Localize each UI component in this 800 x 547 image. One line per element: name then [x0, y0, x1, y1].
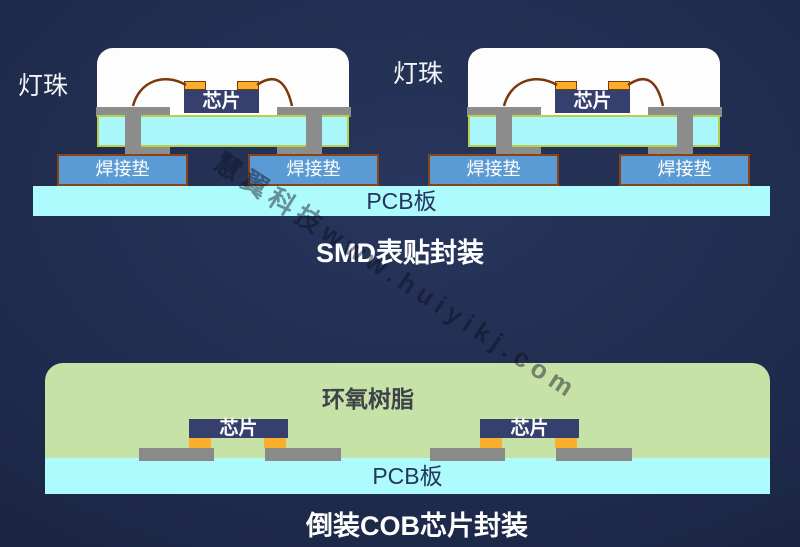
electrode-top-right — [648, 107, 722, 117]
bond-wire-right — [627, 78, 665, 107]
solder-bump-left — [480, 438, 502, 448]
electrode-foot-left — [125, 147, 170, 155]
led-bead-label: 灯珠 — [393, 60, 444, 88]
electrode-foot-left — [496, 147, 541, 155]
copper-trace-left — [430, 448, 505, 461]
smd-pcb-board: PCB板 — [33, 186, 770, 216]
electrode-via-left — [496, 115, 512, 147]
pcb-label: PCB板 — [372, 463, 443, 489]
led-package: 焊接垫 焊接垫 芯片 — [428, 48, 750, 186]
bond-wire-right — [256, 78, 294, 107]
chip: 芯片 — [480, 419, 579, 439]
solder-pad-right: 焊接垫 — [619, 154, 750, 186]
bond-wire-left — [502, 78, 558, 107]
smd-section-title: SMD表贴封装 — [316, 238, 484, 268]
led-package: 焊接垫 焊接垫 芯片 — [57, 48, 379, 186]
copper-trace-right — [556, 448, 632, 461]
flip-chip: 芯片 — [430, 419, 632, 461]
electrode-top-left — [467, 107, 541, 117]
epoxy-resin-label: 环氧树脂 — [322, 386, 414, 412]
cob-pcb-board: PCB板 — [45, 458, 770, 494]
bond-wires — [502, 78, 665, 107]
bond-wire-left — [131, 78, 187, 107]
electrode-via-right — [677, 115, 693, 147]
copper-trace-left — [139, 448, 214, 461]
solder-bump-right — [555, 438, 577, 448]
cob-section-title: 倒装COB芯片封装 — [306, 511, 528, 541]
chip: 芯片 — [555, 90, 630, 113]
chip: 芯片 — [184, 90, 259, 113]
chip-pad-right — [608, 81, 630, 90]
led-bead-label: 灯珠 — [18, 72, 69, 100]
pcb-label: PCB板 — [366, 188, 437, 214]
electrode-top-left — [96, 107, 170, 117]
flip-chip: 芯片 — [139, 419, 341, 461]
electrode-via-left — [125, 115, 141, 147]
electrode-foot-right — [277, 147, 322, 155]
electrode-top-right — [277, 107, 351, 117]
chip-pad-right — [237, 81, 259, 90]
electrode-foot-right — [648, 147, 693, 155]
solder-bump-right — [264, 438, 286, 448]
epoxy-resin-block — [45, 363, 770, 458]
solder-pad-right: 焊接垫 — [248, 154, 379, 186]
solder-pad-left: 焊接垫 — [57, 154, 188, 186]
bond-wires — [131, 78, 294, 107]
solder-pad-left: 焊接垫 — [428, 154, 559, 186]
chip: 芯片 — [189, 419, 288, 439]
solder-bump-left — [189, 438, 211, 448]
electrode-via-right — [306, 115, 322, 147]
copper-trace-right — [265, 448, 341, 461]
